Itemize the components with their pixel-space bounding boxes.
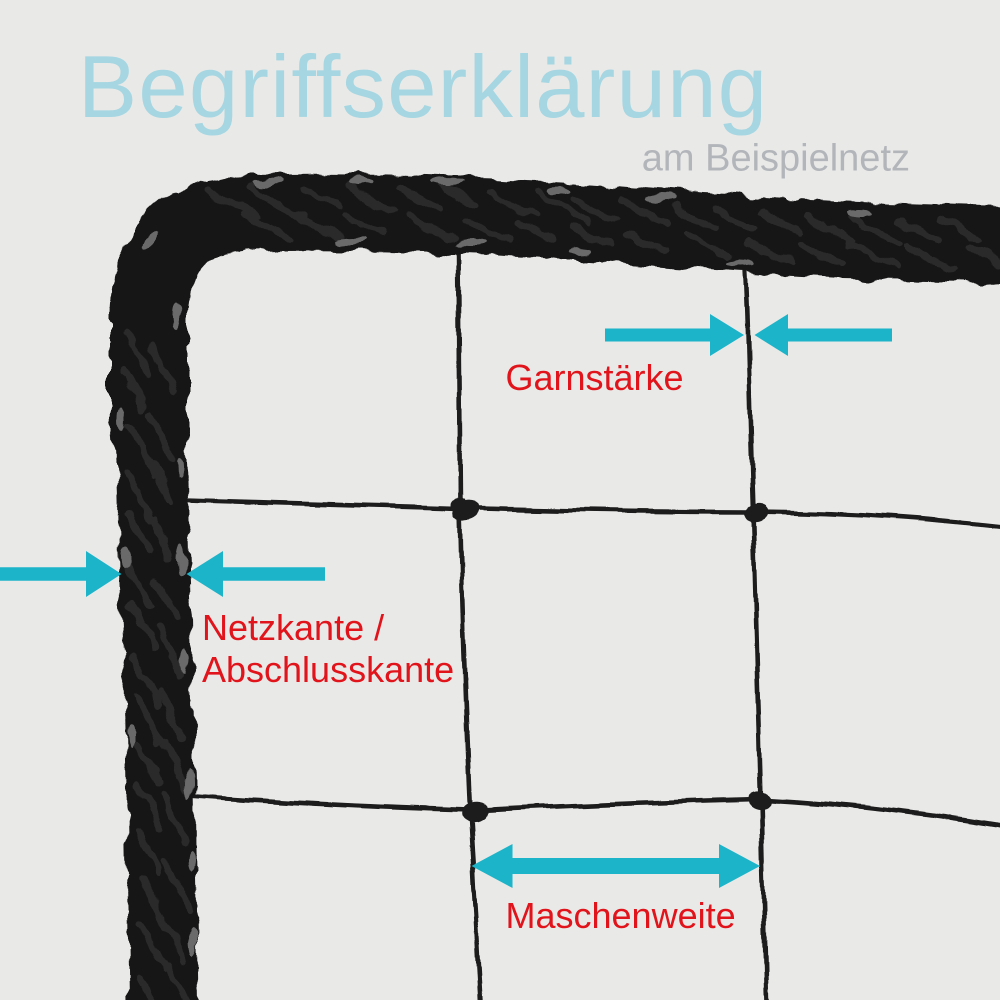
svg-text:Maschenweite: Maschenweite xyxy=(506,895,736,936)
svg-text:am Beispielnetz: am Beispielnetz xyxy=(642,138,910,180)
svg-text:Abschlusskante: Abschlusskante xyxy=(202,649,454,690)
svg-text:Begriffserklärung: Begriffserklärung xyxy=(78,37,768,136)
svg-text:Garnstärke: Garnstärke xyxy=(506,357,684,398)
svg-text:Netzkante /: Netzkante / xyxy=(202,607,384,648)
